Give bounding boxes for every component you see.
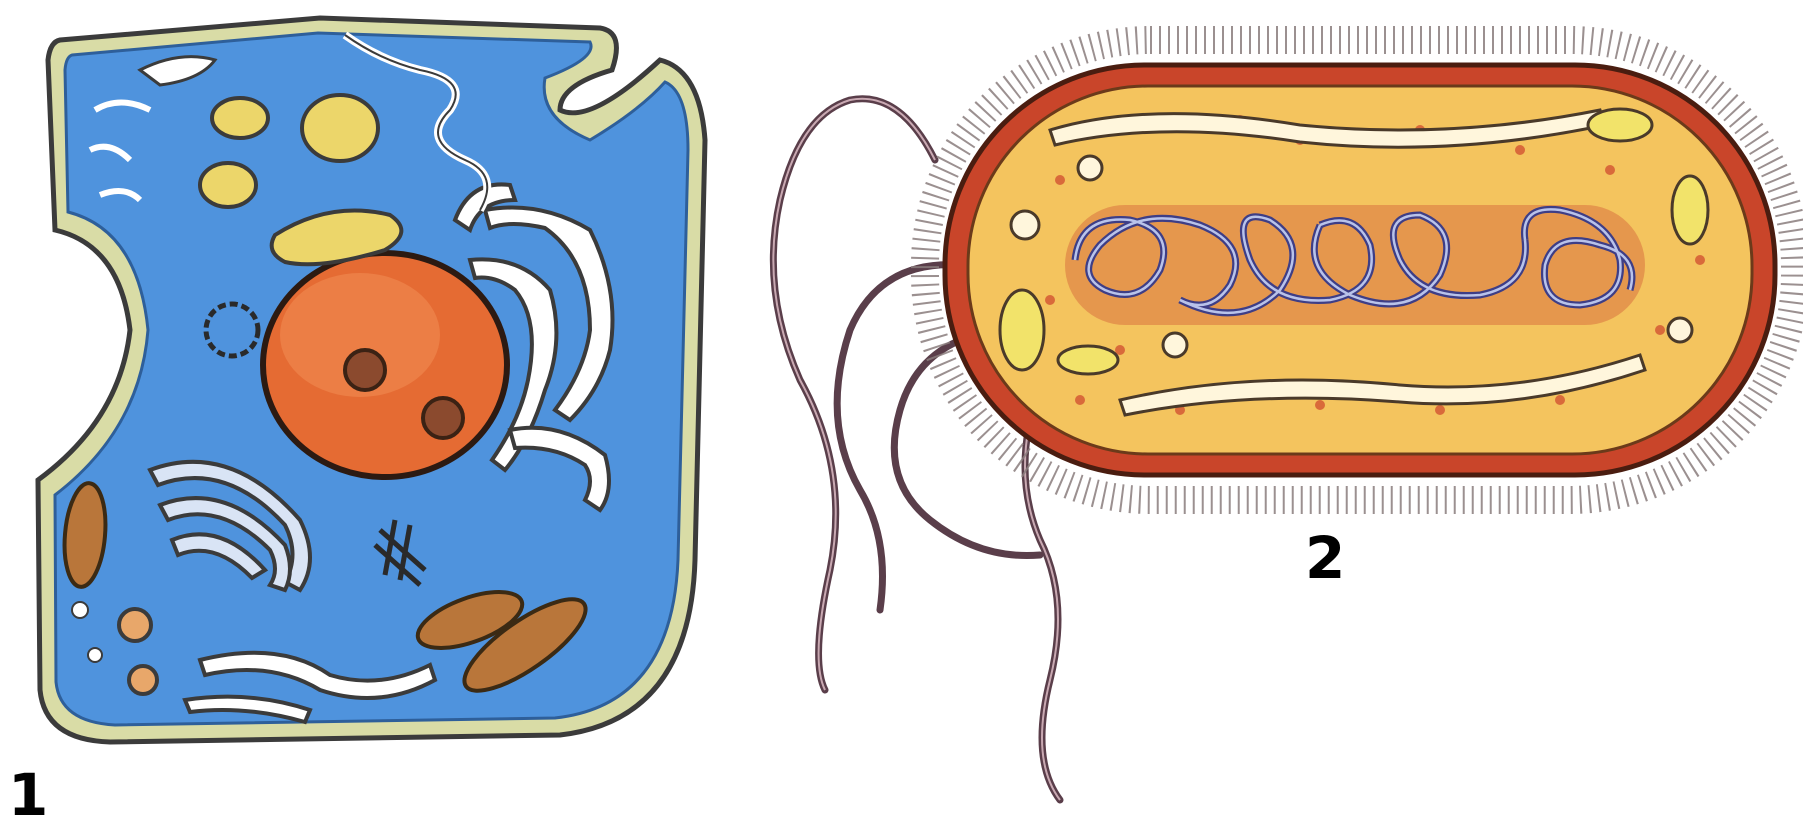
- label-cell-1: 1: [8, 761, 48, 825]
- nucleolus: [345, 350, 385, 390]
- animal-cell-icon: [38, 18, 705, 742]
- bacterium-cell-icon: [773, 40, 1795, 800]
- nucleoid: [1065, 205, 1645, 325]
- nucleolus: [423, 398, 463, 438]
- label-cell-2: 2: [1305, 524, 1345, 592]
